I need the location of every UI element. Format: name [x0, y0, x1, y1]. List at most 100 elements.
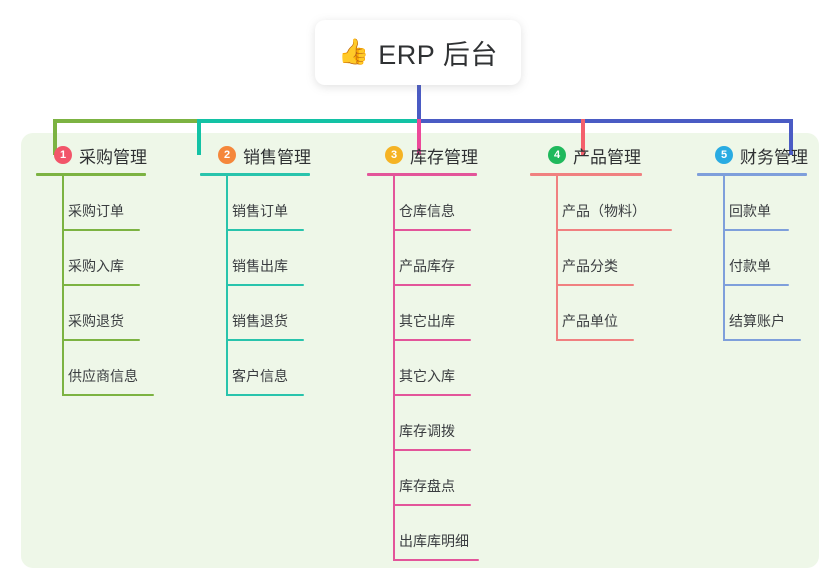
list-item[interactable]: 销售订单 [200, 176, 311, 231]
list-item-rule [226, 229, 304, 231]
bus-segment-green [53, 119, 197, 123]
list-item-rule [226, 394, 304, 396]
category-header-2[interactable]: 2 销售管理 [200, 142, 311, 168]
list-item-label: 供应商信息 [68, 368, 138, 384]
category-item-list: 产品（物料） 产品分类产品单位 [530, 176, 672, 341]
root-node-erp-backend[interactable]: 👍 ERP 后台 [315, 20, 521, 85]
drop-purchase [53, 119, 57, 155]
thumbs-up-icon: 👍 [338, 38, 370, 66]
list-item-rule [62, 394, 154, 396]
list-item-label: 其它入库 [399, 368, 455, 384]
list-item-label: 采购退货 [68, 313, 124, 329]
category-column-2: 2 销售管理销售订单销售出库销售退货客户信息 [200, 142, 311, 396]
drop-product [581, 119, 585, 155]
category-item-list: 回款单付款单结算账户 [697, 176, 808, 341]
root-stem-connector [417, 85, 421, 121]
list-item-rule [393, 559, 479, 561]
category-header-3[interactable]: 3 库存管理 [367, 142, 478, 168]
list-item-label: 出库库明细 [399, 533, 469, 549]
list-item-label: 产品库存 [399, 258, 455, 274]
list-item-label: 库存调拨 [399, 423, 455, 439]
list-item-rule [556, 339, 634, 341]
list-item[interactable]: 库存调拨 [367, 396, 478, 451]
list-item[interactable]: 其它出库 [367, 286, 478, 341]
list-item[interactable]: 销售出库 [200, 231, 311, 286]
category-header-rule [697, 173, 807, 176]
list-item-rule [393, 449, 471, 451]
list-item-rule [393, 229, 471, 231]
list-item[interactable]: 采购订单 [36, 176, 147, 231]
list-item[interactable]: 产品（物料） [530, 176, 672, 231]
list-item-rule [556, 284, 634, 286]
category-spine [393, 176, 395, 561]
category-title: 产品管理 [573, 147, 641, 167]
list-item-rule [393, 284, 471, 286]
category-header-4[interactable]: 4 产品管理 [530, 142, 642, 168]
list-item[interactable]: 产品单位 [530, 286, 642, 341]
category-title: 采购管理 [79, 147, 147, 167]
category-spine [226, 176, 228, 396]
category-column-4: 4 产品管理产品（物料） 产品分类产品单位 [530, 142, 672, 341]
list-item[interactable]: 库存盘点 [367, 451, 478, 506]
list-item-rule [62, 229, 140, 231]
list-item[interactable]: 其它入库 [367, 341, 478, 396]
list-item[interactable]: 出库库明细 [367, 506, 479, 561]
category-spine [723, 176, 725, 341]
category-header-rule [200, 173, 310, 176]
bus-segment-teal [197, 119, 419, 123]
list-item[interactable]: 付款单 [697, 231, 808, 286]
root-node-title: ERP 后台 [378, 40, 498, 70]
list-item-label: 客户信息 [232, 368, 288, 384]
list-item-rule [62, 339, 140, 341]
list-item-rule [393, 504, 471, 506]
list-item[interactable]: 结算账户 [697, 286, 808, 341]
list-item-rule [226, 284, 304, 286]
list-item-rule [62, 284, 140, 286]
list-item[interactable]: 产品库存 [367, 231, 478, 286]
category-item-list: 销售订单销售出库销售退货客户信息 [200, 176, 311, 396]
list-item-rule [556, 229, 672, 231]
diagram-panel [21, 133, 819, 568]
list-item-label: 销售订单 [232, 203, 288, 219]
category-number-badge: 2 [218, 146, 236, 164]
category-item-list: 采购订单采购入库采购退货供应商信息 [36, 176, 154, 396]
list-item-rule [723, 339, 801, 341]
list-item-label: 销售出库 [232, 258, 288, 274]
list-item[interactable]: 仓库信息 [367, 176, 478, 231]
list-item[interactable]: 客户信息 [200, 341, 311, 396]
list-item[interactable]: 产品分类 [530, 231, 642, 286]
list-item-rule [393, 394, 471, 396]
list-item[interactable]: 采购入库 [36, 231, 147, 286]
list-item-rule [226, 339, 304, 341]
drop-inventory [417, 119, 421, 155]
category-title: 库存管理 [410, 147, 478, 167]
drop-finance [789, 119, 793, 155]
category-header-rule [36, 173, 146, 176]
list-item-label: 产品分类 [562, 258, 618, 274]
list-item-label: 产品单位 [562, 313, 618, 329]
category-spine [62, 176, 64, 396]
list-item[interactable]: 供应商信息 [36, 341, 154, 396]
root-node-content: 👍 ERP 后台 [338, 33, 498, 72]
category-number-badge: 5 [715, 146, 733, 164]
category-header-rule [367, 173, 477, 176]
bus-segment-blue [417, 119, 791, 123]
list-item[interactable]: 采购退货 [36, 286, 147, 341]
category-item-list: 仓库信息产品库存其它出库其它入库库存调拨库存盘点出库库明细 [367, 176, 479, 561]
drop-sales [197, 119, 201, 155]
category-title: 销售管理 [243, 147, 311, 167]
list-item[interactable]: 销售退货 [200, 286, 311, 341]
list-item-rule [723, 284, 789, 286]
list-item-label: 采购订单 [68, 203, 124, 219]
list-item-label: 结算账户 [729, 313, 785, 329]
category-number-badge: 3 [385, 146, 403, 164]
list-item-rule [393, 339, 471, 341]
category-number-badge: 4 [548, 146, 566, 164]
list-item[interactable]: 回款单 [697, 176, 808, 231]
list-item-label: 其它出库 [399, 313, 455, 329]
